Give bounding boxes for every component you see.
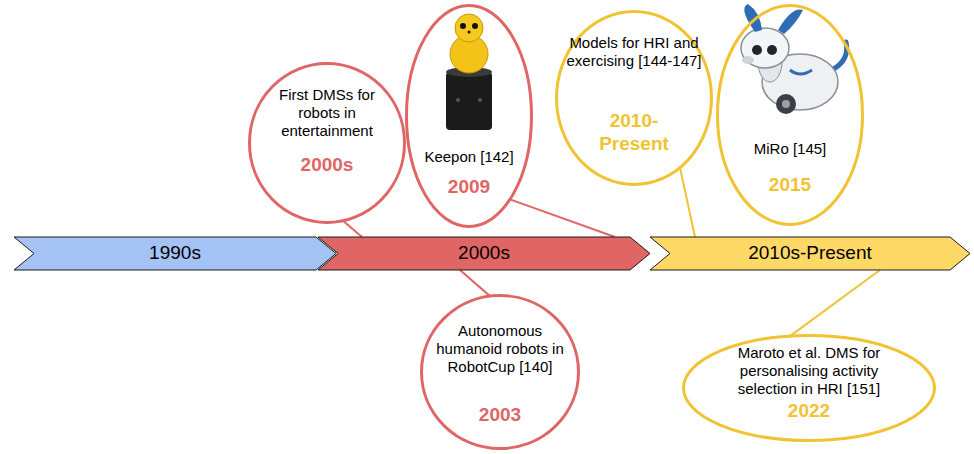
era-label: 2010s-Present: [680, 242, 940, 265]
event-text: Autonomous humanoid robots in RobotCup […: [433, 322, 567, 376]
event-ellipse: MiRo [145] 2015: [716, 4, 864, 226]
event-text: Keepon [142]: [411, 148, 527, 166]
ellipse-border: [407, 6, 532, 227]
event-text: Models for HRI and exercising [144-147]: [563, 34, 705, 70]
chevron-fill: [14, 237, 336, 270]
ellipse-border: [557, 12, 712, 185]
event-ellipse: Models for HRI and exercising [144-147] 2…: [555, 10, 713, 186]
keepon-robot-picture: [446, 14, 492, 130]
chevron-fill: [318, 237, 650, 270]
event-ellipse: Keepon [142] 2009: [405, 4, 533, 228]
leader-line: [510, 199, 615, 237]
event-ellipse: First DMSs for robots in entertainment 20…: [248, 62, 406, 224]
event-ellipse: Autonomous humanoid robots in RobotCup […: [420, 294, 580, 450]
chevron-fill: [650, 237, 970, 270]
leader-line: [680, 168, 695, 237]
event-text: Maroto et al. DMS for personalising acti…: [711, 344, 907, 398]
year-label: 2010-Present: [594, 110, 674, 156]
event-text: MiRo [145]: [730, 140, 850, 158]
year-label: 2022: [759, 400, 859, 423]
year-label: 2009: [419, 176, 519, 199]
event-ellipse: Maroto et al. DMS for personalising acti…: [682, 334, 936, 442]
miro-robot-picture: [741, 4, 847, 114]
leader-line: [790, 270, 880, 336]
leader-line: [460, 270, 490, 296]
ellipse-border: [684, 336, 935, 441]
year-label: 2000s: [267, 154, 387, 177]
era-chevron: 2000s: [318, 237, 650, 270]
year-label: 2015: [740, 174, 840, 197]
ellipse-border: [250, 64, 405, 223]
era-chevron: 1990s: [14, 237, 336, 270]
ellipse-border: [422, 296, 579, 449]
event-text: First DMSs for robots in entertainment: [265, 86, 389, 140]
ellipse-border: [718, 6, 863, 225]
era-label: 1990s: [45, 242, 305, 265]
year-label: 2003: [450, 404, 550, 427]
leader-line: [343, 221, 362, 237]
era-label: 2000s: [354, 242, 614, 265]
era-chevron: 2010s-Present: [650, 237, 970, 270]
